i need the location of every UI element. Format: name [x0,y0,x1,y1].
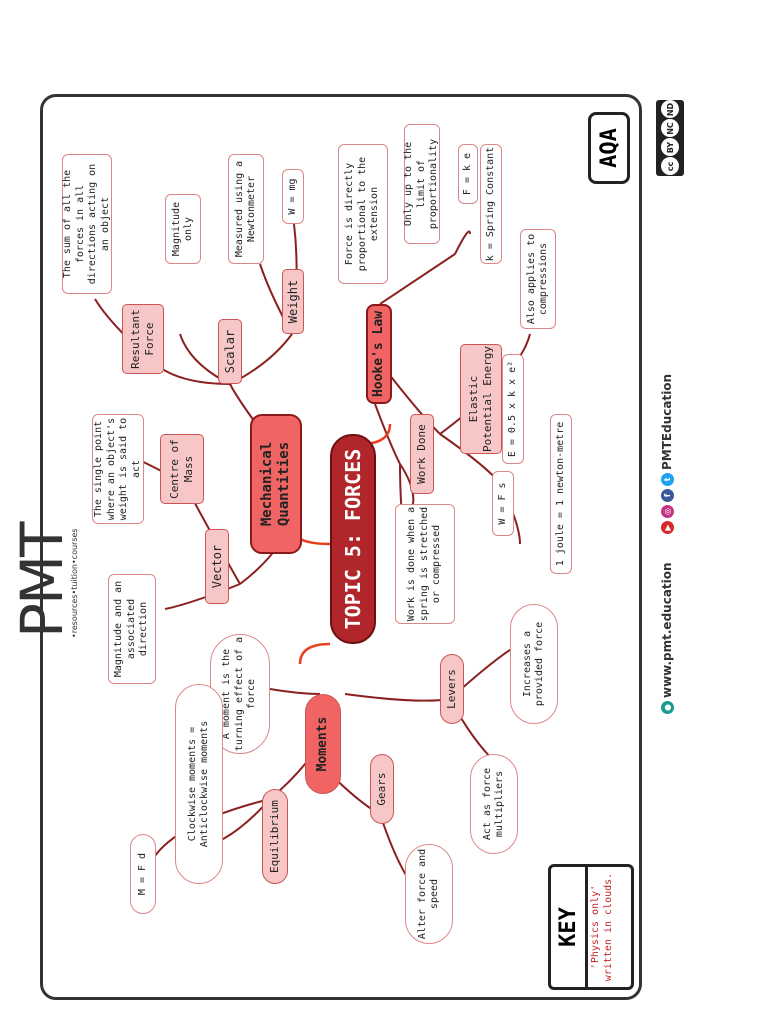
topic-title: TOPIC 5: FORCES [330,434,376,644]
line-vector-desc [164,583,241,610]
scalar-desc: Magnitude only [165,194,201,264]
facebook-icon: f [660,489,674,502]
youtube-icon: ▶ [660,521,674,534]
cc-icon: cc [661,157,679,176]
joule-definition: 1 joule = 1 newton-metre [550,414,572,574]
globe-icon: ● [660,701,674,714]
m-fd-cloud: M = F d [130,834,156,914]
twitter-icon: t [660,473,674,486]
gears-desc-cloud: Alter force and speed [405,844,453,944]
work-done-desc: Work is done when a spring is stretched … [395,504,455,624]
arrow-to-moments [298,642,331,665]
centre-of-mass-node: Centre of Mass [160,434,204,504]
scalar-node: Scalar [218,319,242,384]
license-badge: cc BY NC ND [656,100,684,176]
key-box: KEY 'Physics only' written in clouds. [548,864,634,990]
elastic-potential-energy-node: Elastic Potential Energy [460,344,502,454]
line-moments-levers [344,693,451,702]
resultant-force-desc: The sum of all the forces in all directi… [62,154,112,294]
by-icon: BY [661,138,679,157]
website-link[interactable]: ● www.pmt.education [660,562,674,714]
mechanical-quantities-node: Mechanical Quantities [250,414,302,554]
levers-increase-cloud: Increases a provided force [510,604,558,724]
limit-of-proportionality: Only up to the limit of proportionality [403,124,440,244]
clockwise-moments-cloud: Clockwise moments = Anticlockwise moment… [175,684,223,884]
weight-equation: W = mg [282,169,304,224]
line-limit [379,253,456,305]
equilibrium-cloud: Equilibrium [262,789,288,884]
pmt-logo: PMT •resources•tuition•courses [8,524,79,638]
gears-cloud: Gears [370,754,394,824]
line-moments-def [269,688,321,695]
levers-multiplier-cloud: Act as force multipliers [470,754,518,854]
work-done-node: Work Done [410,414,434,494]
hookes-law-desc: Force is directly proportional to the ex… [338,144,388,284]
moments-cloud: Moments [305,694,341,794]
hookes-law-node: Hooke's Law [366,304,392,404]
exam-board-badge: AQA [588,112,630,184]
resultant-force-node: Resultant Force [122,304,164,374]
centre-of-mass-desc: The single point where an object's weigh… [92,414,144,524]
w-fs-equation: W = F s [492,471,514,536]
social-handle: PMTEducation [660,373,674,470]
epe-equation: E = 0.5 x k x e² [502,354,524,464]
nd-icon: ND [661,100,679,119]
key-text: 'Physics only' written in clouds. [590,872,614,982]
instagram-icon: ◎ [660,505,674,518]
line-fke [454,230,471,255]
levers-cloud: Levers [440,654,464,724]
vector-desc: Magnitude and an associated direction [108,574,156,684]
social-links[interactable]: ▶ ◎ f t PMTEducation [660,374,674,534]
key-title: KEY [551,867,588,987]
vector-node: Vector [205,529,229,604]
weight-node: Weight [282,269,304,334]
weight-desc: Measured using a Newtonmeter [228,154,264,264]
compressions-note: Also applies to compressions [520,229,556,329]
f-ke-equation: F = k e [458,144,478,204]
line-hookes-wd [374,403,401,465]
nc-icon: NC [661,119,679,138]
spring-constant: k = Spring Constant [480,144,502,264]
pmt-tagline: •resources•tuition•courses [70,528,79,638]
website-text: www.pmt.education [660,562,674,698]
pmt-logo-text: PMT [8,523,76,638]
